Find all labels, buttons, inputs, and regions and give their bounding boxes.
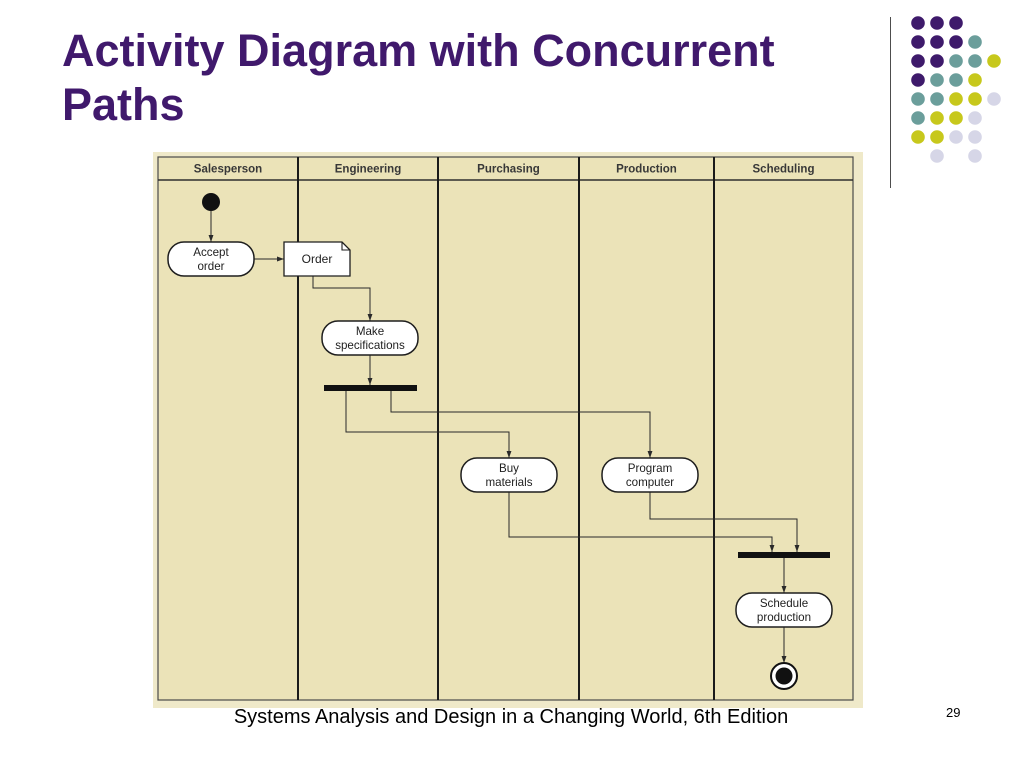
object-node-label: Order bbox=[302, 252, 333, 266]
decorative-dot bbox=[949, 130, 963, 144]
activity-label-line: materials bbox=[485, 476, 532, 489]
activity-node-make-specifications bbox=[321, 320, 419, 356]
control-flow-arrow bbox=[508, 492, 775, 552]
decorative-dot bbox=[930, 16, 944, 30]
decorative-dot bbox=[968, 149, 982, 163]
swimlane-header-salesperson: Salesperson bbox=[194, 164, 262, 176]
decorative-dot bbox=[987, 54, 1001, 68]
fork-bar bbox=[324, 385, 417, 391]
activity-label-line: Program bbox=[628, 462, 672, 475]
swimlane-header-production: Production bbox=[616, 164, 677, 176]
decorative-dot-grid bbox=[911, 16, 1001, 163]
decorative-dot bbox=[911, 54, 925, 68]
decorative-dot bbox=[968, 130, 982, 144]
control-flow-arrow bbox=[390, 391, 653, 458]
decorative-dot bbox=[911, 73, 925, 87]
decorative-dot bbox=[930, 73, 944, 87]
object-node-order bbox=[283, 241, 351, 277]
initial-node bbox=[202, 193, 220, 211]
swimlane-header-engineering: Engineering bbox=[335, 164, 401, 176]
activity-label-line: computer bbox=[626, 476, 674, 489]
decorative-dot bbox=[968, 54, 982, 68]
slide-title: Activity Diagram with Concurrent Paths bbox=[62, 25, 775, 130]
decorative-dot bbox=[987, 92, 1001, 106]
activity-label-line: Accept bbox=[193, 246, 229, 259]
decorative-dot bbox=[930, 35, 944, 49]
activity-node-buy-materials bbox=[460, 457, 558, 493]
decorative-dot bbox=[930, 54, 944, 68]
slide-footer: Systems Analysis and Design in a Changin… bbox=[233, 706, 789, 728]
decorative-dot bbox=[911, 111, 925, 125]
decorative-dot bbox=[949, 54, 963, 68]
decorative-dot bbox=[968, 35, 982, 49]
decorative-dot bbox=[930, 111, 944, 125]
decorative-dot bbox=[911, 35, 925, 49]
activity-label-line: Schedule bbox=[760, 597, 808, 610]
activity-node-program-computer bbox=[601, 457, 699, 493]
page-number: 29 bbox=[946, 705, 961, 720]
decorative-dot bbox=[968, 111, 982, 125]
activity-node-accept-order bbox=[167, 241, 255, 277]
object-flow-arrow bbox=[312, 276, 373, 321]
decorative-dot bbox=[911, 92, 925, 106]
join-bar bbox=[738, 552, 830, 558]
swimlane-header-scheduling: Scheduling bbox=[753, 164, 815, 176]
swimlane-header-purchasing: Purchasing bbox=[477, 164, 540, 176]
decorative-dot bbox=[949, 111, 963, 125]
control-flow-arrow bbox=[345, 391, 512, 458]
decorative-dot bbox=[949, 92, 963, 106]
decorative-dot bbox=[930, 92, 944, 106]
activity-label-line: Buy bbox=[499, 462, 519, 475]
decorative-dot bbox=[949, 35, 963, 49]
activity-label-line: order bbox=[197, 260, 224, 273]
decorative-dot bbox=[930, 130, 944, 144]
activity-label-line: specifications bbox=[335, 339, 405, 352]
decorative-dot bbox=[911, 16, 925, 30]
control-flow-arrow bbox=[649, 492, 800, 552]
folded-corner-icon bbox=[341, 242, 350, 251]
final-node-center bbox=[775, 667, 793, 685]
activity-node-schedule-production bbox=[735, 592, 833, 628]
decorative-dot bbox=[968, 92, 982, 106]
title-divider-line bbox=[890, 17, 891, 188]
decorative-dot bbox=[930, 149, 944, 163]
activity-label-line: Make bbox=[356, 325, 384, 338]
decorative-dot bbox=[949, 73, 963, 87]
decorative-dot bbox=[949, 16, 963, 30]
activity-diagram: Salesperson Engineering Purchasing Produ… bbox=[153, 152, 863, 708]
decorative-dot bbox=[968, 73, 982, 87]
decorative-dot bbox=[911, 130, 925, 144]
activity-label-line: production bbox=[757, 611, 811, 624]
